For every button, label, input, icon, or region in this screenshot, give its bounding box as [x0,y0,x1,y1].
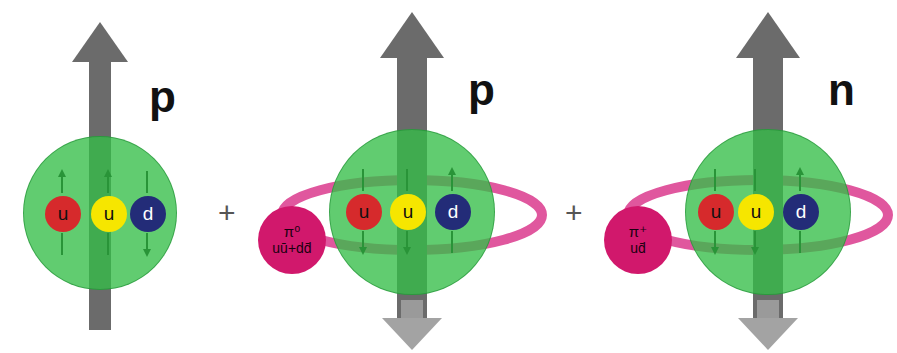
quark-ball: u [390,194,426,230]
quark-ball: d [435,194,471,230]
quark-label: u [751,202,762,223]
pion-ball: π⁰uū+dd̄ [258,206,326,274]
hadron-sphere: puud [23,136,177,290]
particle-label: p [468,68,495,112]
quark-ball: u [45,196,81,232]
quark-ball: u [91,196,127,232]
hadron-sphere: nuud [685,129,851,295]
quark-content: ud̄ [630,241,646,256]
quark-content: uū+dd̄ [272,241,311,256]
quark-label: u [58,204,69,225]
quark-ball: d [130,196,166,232]
quark-label: d [448,202,459,223]
particle-label: n [828,68,855,112]
pion-symbol: π⁺ [629,224,647,241]
quark-label: u [711,202,722,223]
quark-label: d [143,204,154,225]
plus-sign: + [218,198,236,228]
quark-ball: u [346,194,382,230]
quark-label: u [403,202,414,223]
quark-ball: u [738,194,774,230]
pion-symbol: π⁰ [284,224,300,241]
quark-ball: d [783,194,819,230]
plus-sign: + [565,198,583,228]
particle-label: p [149,75,176,119]
quark-label: u [359,202,370,223]
pion-ball: π⁺ud̄ [604,206,672,274]
quark-label: d [796,202,807,223]
hadron-sphere: puud [329,129,495,295]
quark-label: u [104,204,115,225]
quark-ball: u [698,194,734,230]
